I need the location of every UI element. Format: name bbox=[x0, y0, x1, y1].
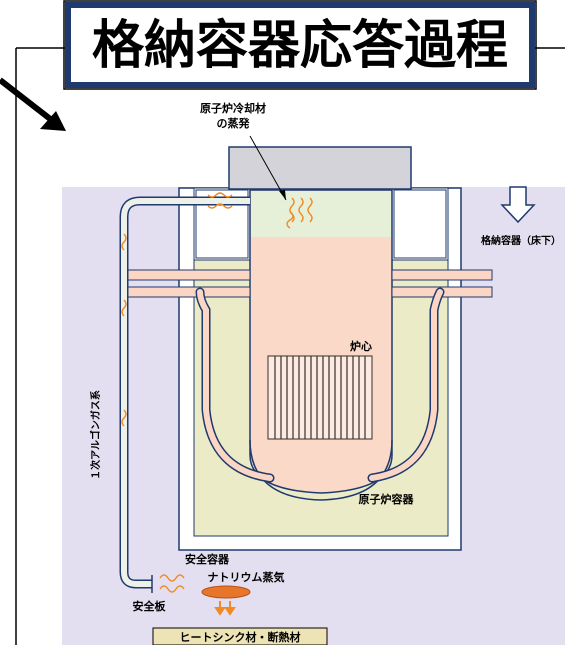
argon-gas-label: １次アルゴンガス系 bbox=[89, 390, 102, 480]
wave-icon bbox=[121, 192, 313, 593]
guard-vessel-label: 安全容器 bbox=[185, 552, 230, 566]
cover-gas-region bbox=[251, 191, 391, 237]
containment-floor-label: 格納容器（床下） bbox=[481, 234, 561, 247]
heat-sink-label: ヒートシンク材・断熱材 bbox=[180, 630, 301, 644]
page-title: 格納容器応答過程 bbox=[92, 16, 508, 76]
sodium-vapor-label: ナトリウム蒸気 bbox=[208, 570, 285, 584]
title-box bbox=[65, 2, 535, 88]
sodium-pool bbox=[201, 585, 251, 599]
down-arrow-icon bbox=[214, 601, 236, 616]
core-block bbox=[267, 355, 373, 440]
vessel-head bbox=[228, 146, 412, 190]
coolant-evaporation-label-line2: の蒸発 bbox=[217, 116, 251, 130]
core-label: 炉心 bbox=[350, 339, 372, 353]
arrow-icon bbox=[0, 77, 66, 131]
heat-sink-box bbox=[152, 627, 328, 645]
reactor-vessel-label: 原子炉容器 bbox=[359, 492, 415, 506]
down-arrow-icon bbox=[500, 186, 536, 224]
coolant-evaporation-label: 原子炉冷却材 bbox=[200, 101, 266, 115]
safety-plate-label: 安全板 bbox=[133, 599, 167, 613]
evaporation-leader bbox=[249, 135, 287, 201]
